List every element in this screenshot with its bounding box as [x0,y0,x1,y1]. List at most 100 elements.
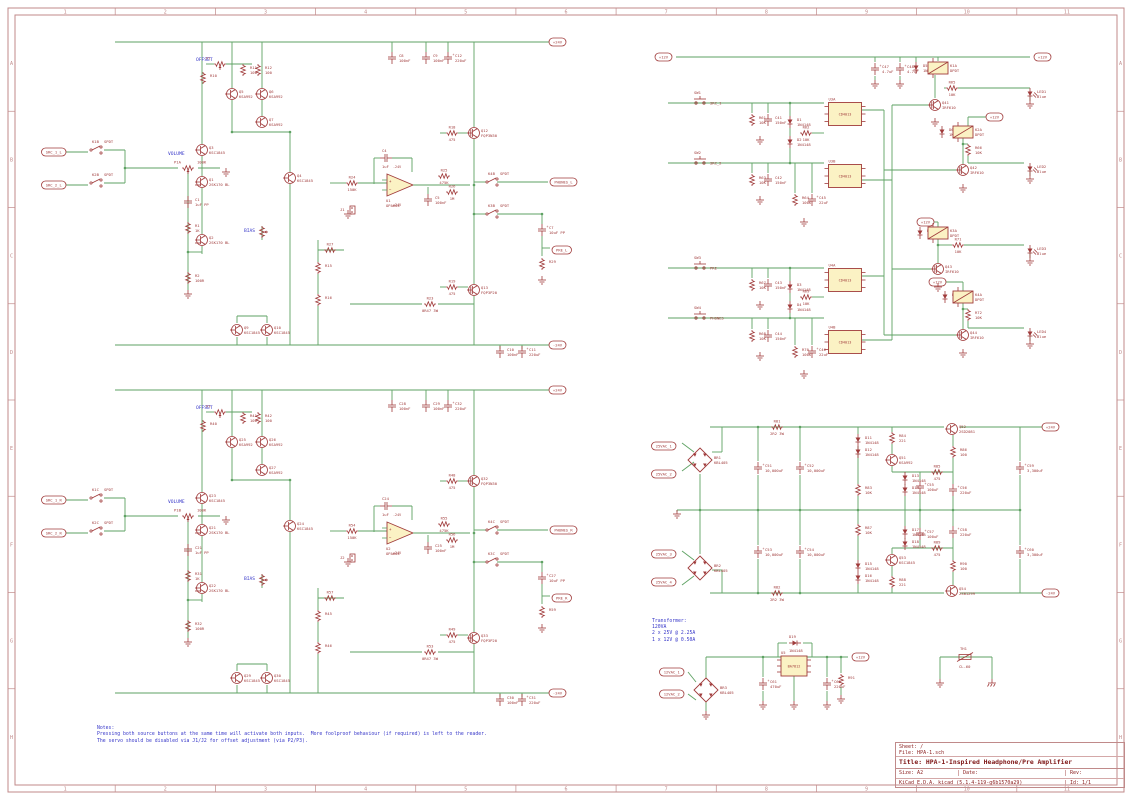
gnd-symbol[interactable] [184,290,192,299]
res-R29-symbol[interactable]: R29 [538,258,557,270]
gnd-symbol[interactable] [936,679,944,688]
gnd-symbol[interactable] [823,701,831,710]
gnd-symbol[interactable] [1026,100,1034,109]
global-label-+24V[interactable]: +24V [548,385,567,395]
gnd-symbol[interactable] [837,695,845,704]
gnd-symbol[interactable] [702,711,710,720]
input-switching-logic[interactable]: SW1SRC_1SW2SRC_2SW3PRESW4PHONESR6110KC41… [654,52,1052,379]
res-R46-symbol[interactable]: R46 [314,642,333,654]
global-label-+12V[interactable]: +12V [928,277,947,287]
gnd-symbol[interactable] [756,136,764,145]
global-label-+12V[interactable]: +12V [1033,52,1052,62]
global-label-25VAC_4[interactable]: 25VAC_4 [651,577,677,587]
gnd-symbol[interactable] [184,638,192,647]
wire-segments[interactable] [66,41,550,349]
res-R45-symbol[interactable]: R45 [314,610,332,622]
global-label-SRC_2_R[interactable]: SRC_2_R [41,528,67,538]
global-label-12VAC_1[interactable]: 12VAC_1 [659,667,685,677]
res-R57-symbol[interactable]: R57 [324,590,336,602]
global-label-PRE_L[interactable]: PRE_L [551,245,572,255]
wire-segments[interactable] [66,389,550,697]
global-label-PHONES_L[interactable]: PHONES_L [549,177,578,187]
gndpwr-symbol[interactable] [987,679,997,687]
gnd-symbol[interactable] [1026,340,1034,349]
res-R27-symbol[interactable]: R27 [324,242,336,254]
gnd-symbol[interactable] [222,168,230,177]
pot-P3-symbol[interactable]: P3 [206,404,226,419]
